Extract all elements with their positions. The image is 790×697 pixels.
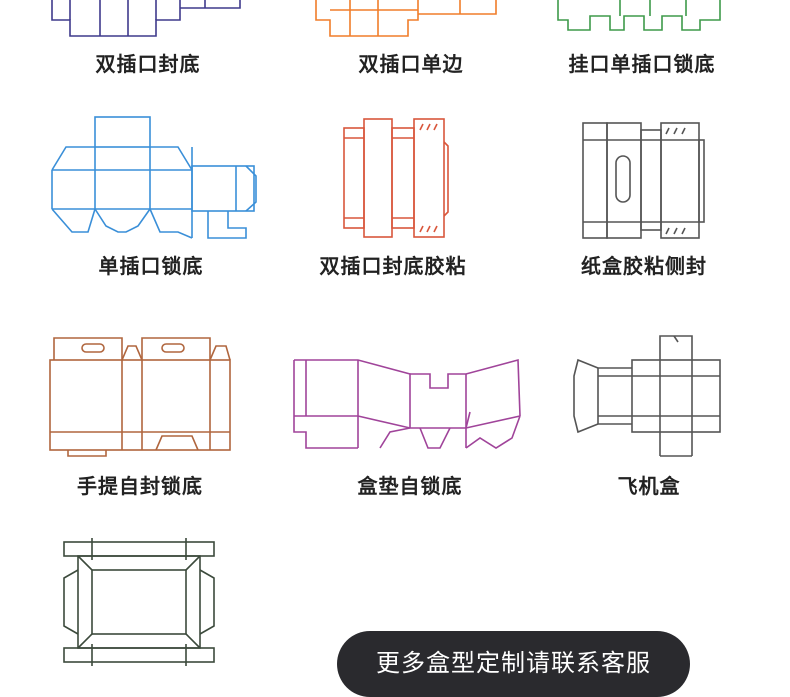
box-diagram-tray-box xyxy=(58,534,220,674)
box-label: 单插口锁底 xyxy=(98,254,204,278)
box-diagram-double-tuck-single-side xyxy=(300,0,520,50)
box-diagram-single-tuck-lock-bottom xyxy=(48,114,260,242)
box-label: 双插口单边 xyxy=(358,52,464,76)
box-diagram-pad-self-lock-bottom xyxy=(290,352,526,452)
box-label: 纸盒胶粘侧封 xyxy=(581,254,707,278)
box-diagram-hanger-single-tuck-lock-bottom xyxy=(550,0,740,50)
box-diagram-double-tuck-sealed-bottom xyxy=(0,0,260,50)
box-diagram-glued-side-seal xyxy=(578,118,708,242)
box-diagram-handle-self-seal-lock-bottom xyxy=(46,332,236,458)
box-label: 双插口封底胶粘 xyxy=(319,254,467,278)
box-diagram-double-tuck-glued-bottom xyxy=(338,114,453,244)
box-label: 飞机盒 xyxy=(617,474,681,498)
box-label: 挂口单插口锁底 xyxy=(568,52,716,76)
box-diagram-mailer-box xyxy=(570,332,726,460)
box-label: 双插口封底 xyxy=(95,52,201,76)
box-label: 盒垫自锁底 xyxy=(357,474,463,498)
box-label: 手提自封锁底 xyxy=(77,474,203,498)
contact-support-button[interactable]: 更多盒型定制请联系客服 xyxy=(337,631,690,697)
